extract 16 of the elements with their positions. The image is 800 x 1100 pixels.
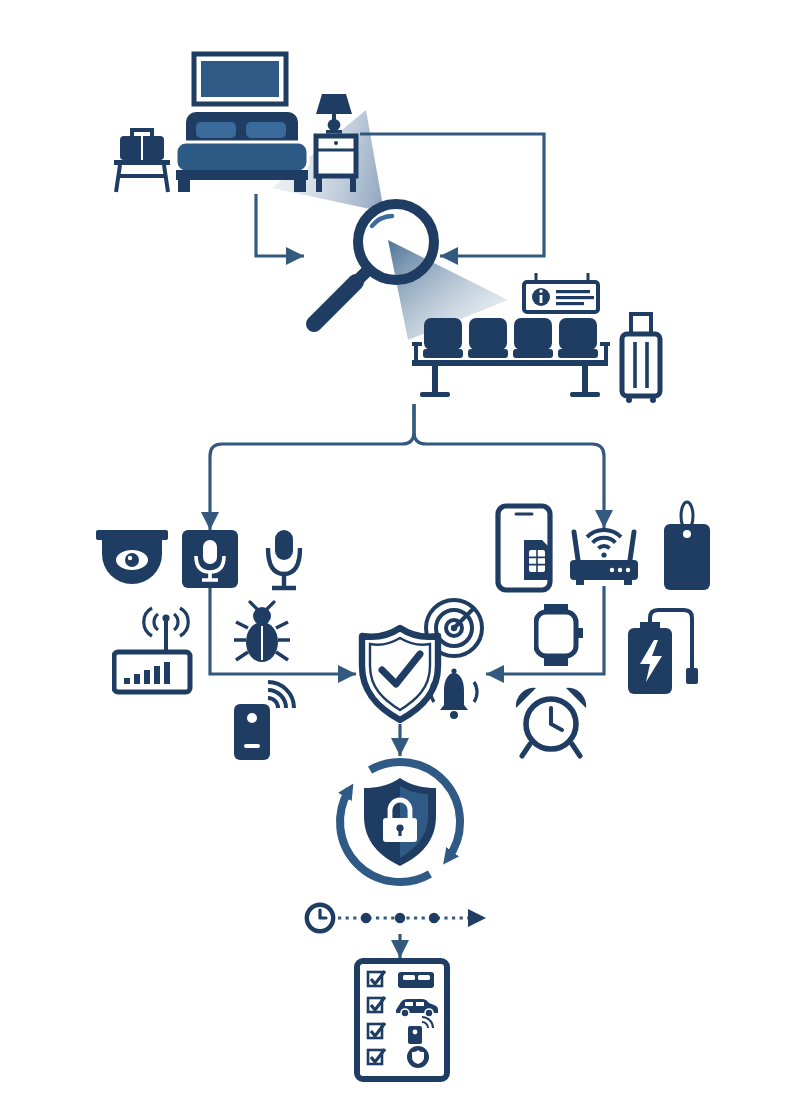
arrow [486, 586, 606, 683]
branch-arrow [412, 404, 613, 528]
arrow [391, 934, 409, 958]
clock-timeline-icon [304, 902, 486, 934]
arrow [208, 588, 356, 683]
microphone-tile-icon [182, 530, 238, 588]
shield-alert-icon [356, 598, 486, 724]
wifi-router-icon [570, 528, 638, 586]
arrow [254, 194, 304, 265]
checklist-icon [354, 958, 450, 1082]
arrow [391, 724, 409, 756]
magnifying-glass-icon [304, 198, 440, 332]
arrow [360, 132, 546, 265]
airport-waiting-area-illustration [410, 272, 664, 404]
lock-shield-cycle-icon [334, 756, 466, 890]
hotel-room-illustration [112, 50, 360, 194]
